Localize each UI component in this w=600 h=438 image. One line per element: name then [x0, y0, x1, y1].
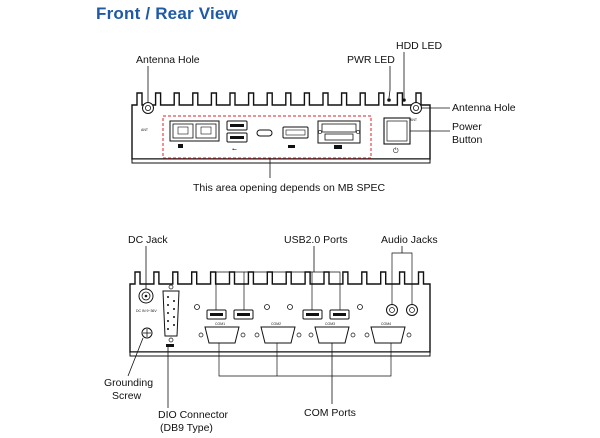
com-mark-1: COM1: [215, 322, 225, 326]
audio-jack-1: [386, 304, 398, 316]
hdd-led: [402, 98, 406, 102]
power-button: ⏻: [383, 117, 411, 155]
usb-port-4: [329, 309, 350, 320]
lan-ports: [169, 120, 220, 148]
rear-view: DC IN 9~36V: [104, 234, 438, 434]
rear-screw-hole: [357, 304, 363, 310]
label-antenna-hole-right: Antenna Hole: [452, 102, 516, 114]
usb-port-2: [233, 309, 254, 320]
label-audio-jacks: Audio Jacks: [381, 234, 438, 246]
label-antenna-hole-left: Antenna Hole: [136, 54, 200, 66]
front-base-strip: [131, 158, 431, 164]
pwr-led: [387, 98, 391, 102]
label-pwr-led: PWR LED: [347, 54, 395, 66]
antenna-hole-right: ANT: [410, 102, 422, 122]
page-title: Front / Rear View: [96, 4, 238, 23]
com-mark-4: COM4: [381, 322, 391, 326]
rear-base-strip: [129, 351, 431, 357]
usb-port-3: [302, 309, 323, 320]
grounding-screw: [141, 327, 153, 339]
com-mark-3: COM3: [325, 322, 335, 326]
antenna-hole-left: ANT: [141, 102, 154, 132]
rear-screw-hole: [264, 304, 270, 310]
label-grounding-line2: Screw: [112, 390, 142, 402]
front-view: ANT ⭠: [131, 40, 516, 194]
leader-grounding: [127, 337, 144, 377]
com-port-4: COM4: [364, 322, 412, 344]
com-port-1: COM1: [198, 322, 246, 344]
label-hdd-led: HDD LED: [396, 40, 443, 52]
rear-screw-hole: [194, 304, 200, 310]
lan-icon: [178, 144, 183, 148]
ant-mark-left: ANT: [141, 128, 149, 132]
label-com-ports: COM Ports: [304, 407, 356, 419]
label-power-button-line1: Power: [452, 121, 482, 133]
power-icon: ⏻: [393, 147, 399, 155]
ant-mark-right: ANT: [410, 118, 418, 122]
dio-connector: [162, 284, 180, 347]
com-mark-2: COM2: [271, 322, 281, 326]
usb-bracket-right: [311, 271, 341, 310]
com-bracket: [218, 343, 392, 377]
label-dio-line1: DIO Connector: [158, 409, 229, 421]
com-port-3: COM3: [308, 322, 356, 344]
rear-screw-hole: [287, 304, 293, 310]
label-usb-ports: USB2.0 Ports: [284, 234, 348, 246]
label-grounding-line1: Grounding: [104, 377, 153, 389]
com-port-2: COM2: [254, 322, 302, 344]
front-small-connector: [282, 126, 309, 148]
label-dc-jack: DC Jack: [128, 234, 168, 246]
leader-pwr-led: [388, 66, 391, 99]
label-opening-note: This area opening depends on MB SPEC: [193, 182, 385, 194]
usb-port-1: [206, 309, 227, 320]
usb-bracket-left: [215, 271, 245, 310]
front-usb-ports: ⭠: [226, 120, 248, 153]
dc-in-mark: DC IN 9~36V: [136, 309, 157, 313]
label-power-button-line2: Button: [452, 134, 483, 146]
label-dio-line2: (DB9 Type): [160, 422, 213, 434]
usb-icon: ⭠: [232, 146, 237, 153]
usb-c-port: [256, 129, 273, 137]
rear-chassis: [129, 271, 431, 353]
display-ports: [317, 120, 361, 149]
audio-jack-2: [406, 304, 418, 316]
